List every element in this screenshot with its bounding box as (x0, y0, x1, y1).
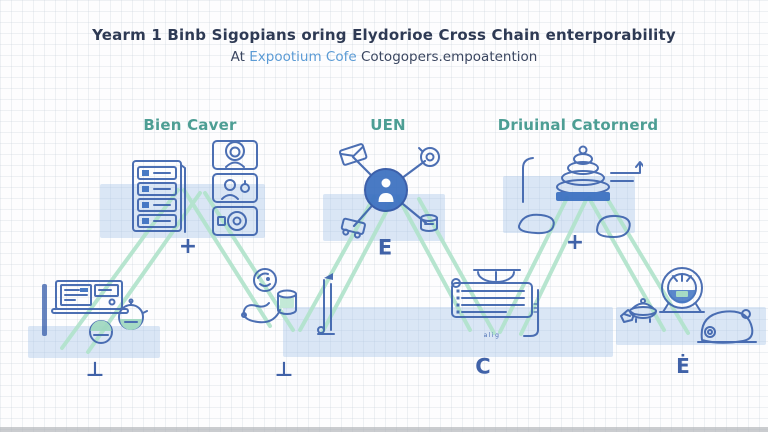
column-header-center: UEN (370, 116, 406, 134)
column-header-right: Driuinal Catornerd (497, 116, 659, 134)
symbol-bottom-4: Ė (676, 354, 690, 378)
bottom-edge-strip (0, 427, 768, 432)
tiny-caption: alig (484, 332, 501, 339)
symbol-e-center: E (377, 235, 393, 260)
document-list-icon: alig (451, 269, 539, 339)
page-subtitle: At Expootium Cofe Cotogopers.empoatentio… (0, 49, 768, 65)
beehive-icon (517, 145, 643, 238)
workstation-icon (42, 280, 148, 344)
symbol-plus-right: + (565, 230, 585, 255)
symbol-bottom-1: ⊥ (85, 357, 105, 381)
snake-jar-icon (241, 268, 335, 335)
server-rack-icon (132, 160, 186, 233)
symbol-plus-left: + (178, 234, 198, 259)
symbol-bottom-2: ⊥ (274, 357, 294, 381)
agent-stack-icon (212, 140, 258, 236)
subtitle-prefix: At (230, 49, 245, 65)
subtitle-highlight: Expootium Cofe (249, 49, 357, 65)
subtitle-rest: Cotogopers.empoatention (360, 49, 538, 65)
network-hub-icon (338, 143, 440, 239)
highlight-band-bottom-middle (283, 307, 613, 357)
column-header-left: Bien Caver (143, 116, 237, 134)
symbol-bottom-3: C (475, 354, 491, 379)
page-title: Yearm 1 Binb Sigopians oring Elydorioe C… (92, 26, 676, 44)
wheel-mouse-icon (620, 267, 757, 344)
